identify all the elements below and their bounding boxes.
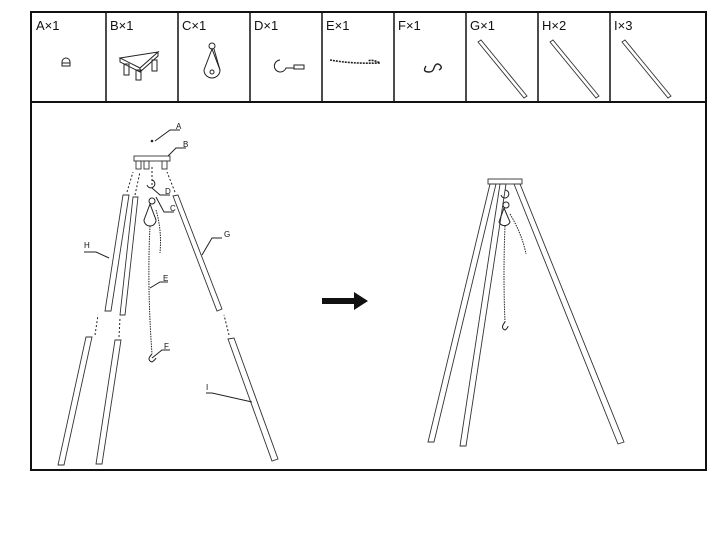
exploded-view: A B C D E F H G I bbox=[57, 122, 279, 466]
pole-g-icon bbox=[477, 39, 528, 99]
pole-h-icon bbox=[549, 39, 600, 99]
part-label-g: G×1 bbox=[470, 18, 495, 33]
tripod-head-icon bbox=[118, 50, 160, 81]
s-hook-icon bbox=[423, 63, 442, 73]
cap-nut bbox=[150, 139, 154, 143]
part-label-a: A×1 bbox=[36, 18, 60, 33]
callout-d: D bbox=[165, 187, 171, 196]
chain bbox=[148, 225, 153, 355]
hook-screw-icon bbox=[273, 59, 305, 73]
chain-icon bbox=[329, 59, 381, 64]
callout-b: B bbox=[183, 140, 188, 149]
part-label-c: C×1 bbox=[182, 18, 206, 33]
pole-h-mid bbox=[119, 196, 139, 316]
pole-h-left bbox=[104, 194, 130, 312]
hook-screw bbox=[146, 179, 156, 189]
part-label-b: B×1 bbox=[110, 18, 134, 33]
tripod-head bbox=[133, 155, 171, 162]
pole-g bbox=[172, 194, 223, 312]
callout-i: I bbox=[206, 383, 208, 392]
s-hook bbox=[148, 353, 157, 363]
callout-a: A bbox=[176, 122, 182, 131]
callout-c: C bbox=[170, 204, 176, 213]
part-label-f: F×1 bbox=[398, 18, 421, 33]
right-arrow-icon bbox=[322, 292, 368, 310]
pole-i-icon bbox=[621, 39, 672, 99]
assembled-head bbox=[487, 178, 523, 185]
pole-i-right bbox=[227, 337, 279, 462]
assembled-leg-right bbox=[513, 183, 625, 445]
assembly-arrows bbox=[94, 165, 230, 338]
callout-f: F bbox=[164, 342, 169, 351]
part-label-e: E×1 bbox=[326, 18, 350, 33]
pulley-icon bbox=[203, 42, 221, 79]
assembled-pulley bbox=[498, 189, 511, 227]
callout-g: G bbox=[224, 230, 230, 239]
part-label-d: D×1 bbox=[254, 18, 278, 33]
part-label-h: H×2 bbox=[542, 18, 566, 33]
callout-e: E bbox=[163, 274, 168, 283]
pole-i-mid bbox=[95, 339, 122, 465]
assembled-leg-left bbox=[427, 183, 497, 443]
pole-i-left bbox=[57, 336, 93, 466]
callout-leaders bbox=[84, 129, 253, 403]
pulley bbox=[143, 197, 157, 227]
assembled-chain bbox=[503, 225, 506, 323]
outer-frame bbox=[30, 11, 707, 471]
callout-h: H bbox=[84, 241, 90, 250]
assembled-leg-mid bbox=[459, 183, 507, 447]
cap-nut-icon bbox=[61, 57, 71, 67]
part-label-i: I×3 bbox=[614, 18, 632, 33]
parts-cell-dividers bbox=[105, 12, 611, 102]
assembled-view bbox=[427, 178, 625, 447]
assembled-s-hook bbox=[502, 321, 509, 331]
